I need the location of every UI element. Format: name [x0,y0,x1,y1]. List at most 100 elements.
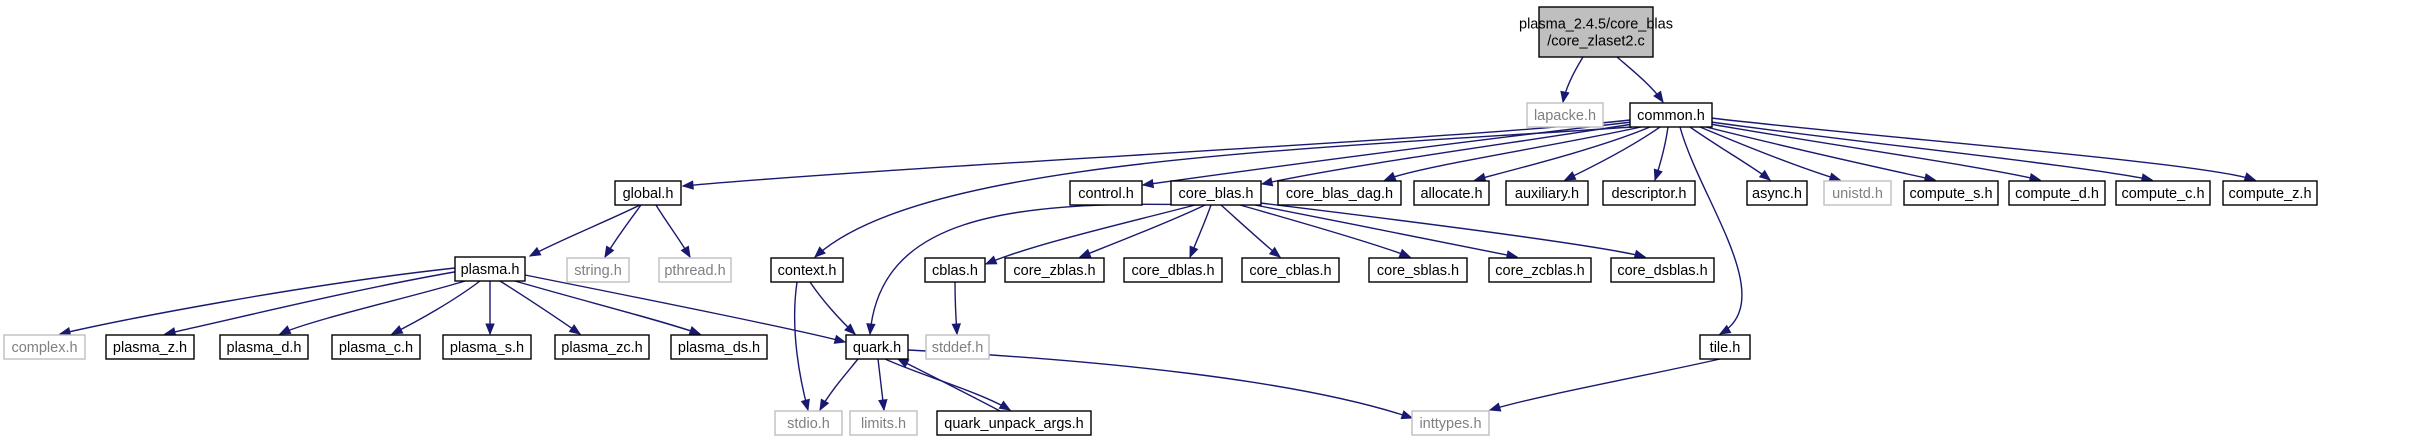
edge-arrowhead [1383,171,1397,181]
node-core-zblas[interactable]: core_zblas.h [1004,257,1105,283]
node-plasma-zc[interactable]: plasma_zc.h [554,334,650,360]
node-plasma-z[interactable]: plasma_z.h [105,334,195,360]
edge-arrowhead [688,326,702,336]
node-label: context.h [778,263,837,279]
node-label: control.h [1078,186,1134,202]
node-label: plasma_zc.h [561,340,642,356]
edge-line [1489,358,1721,411]
node-core-sblas[interactable]: core_sblas.h [1368,257,1468,283]
node-quark-unpack[interactable]: quark_unpack_args.h [936,410,1092,436]
node-allocate[interactable]: allocate.h [1413,180,1490,206]
edge-context-to-quark [809,281,856,335]
edge-tile-to-inttypes [1488,358,1721,412]
node-core-dsblas[interactable]: core_dsblas.h [1610,257,1715,283]
node-box [936,410,1092,436]
node-box [1610,257,1715,283]
node-label: core_dsblas.h [1617,263,1707,279]
node-box [774,410,843,436]
edge-line [907,349,1413,419]
node-core-zcblas[interactable]: core_zcblas.h [1488,257,1592,283]
node-compute-c[interactable]: compute_c.h [2115,180,2211,206]
node-core-blas-dag[interactable]: core_blas_dag.h [1277,180,1402,206]
node-plasma[interactable]: plasma.h [454,256,526,282]
node-box [924,257,986,283]
edge-common-to-tile [1679,126,1743,335]
edge-line [524,274,846,343]
edge-arrowhead [814,246,826,258]
edge-arrowhead [866,323,876,336]
node-compute-s[interactable]: compute_s.h [1903,180,1999,206]
node-root[interactable]: plasma_2.4.5/core_blas/core_zlaset2.c [1519,6,1673,58]
edge-line [59,267,456,335]
edge-arrowhead [680,245,691,259]
node-box [566,257,630,283]
node-compute-d[interactable]: compute_d.h [2008,180,2106,206]
edge-line [1220,204,1281,258]
node-quark[interactable]: quark.h [845,334,909,360]
edge-line [1254,204,1518,258]
node-label: auxiliary.h [1515,186,1579,202]
edge-core_blas-to-core_dsblas [1259,202,1647,259]
edge-arrowhead [1758,169,1772,181]
node-label: quark.h [853,340,901,356]
node-common[interactable]: common.h [1629,102,1713,128]
node-auxiliary[interactable]: auxiliary.h [1505,180,1589,206]
edge-core_blas-to-core_zcblas [1254,204,1519,260]
node-cblas[interactable]: cblas.h [924,257,986,283]
edge-common-to-auxiliary [1563,126,1661,181]
edge-common-to-descriptor [1653,126,1669,182]
node-box [442,334,532,360]
node-box [849,410,918,436]
edge-line [1710,121,2153,181]
edge-line [1384,126,1642,181]
node-plasma-ds[interactable]: plasma_ds.h [670,334,768,360]
edge-line [985,204,1196,265]
edge-cblas-to-stddef [951,281,961,336]
node-control[interactable]: control.h [1069,180,1143,206]
node-box [1413,180,1490,206]
edge-line [279,280,466,335]
edge-line [1239,204,1411,258]
node-complex: complex.h [3,334,86,360]
graph-edges [58,56,2257,420]
node-compute-z[interactable]: compute_z.h [2222,180,2318,206]
node-box [1629,102,1713,128]
node-box [845,334,909,360]
edge-arrowhead [528,246,542,257]
edge-arrowhead [681,180,694,190]
node-label: pthread.h [664,263,725,279]
edge-line [1679,126,1743,335]
edge-arrowhead [1828,172,1842,182]
edge-line [793,281,809,411]
node-box [1241,257,1340,283]
node-core-blas[interactable]: core_blas.h [1170,180,1262,206]
node-core-dblas[interactable]: core_dblas.h [1123,257,1223,283]
node-box [1004,257,1105,283]
node-box [770,257,844,283]
node-box [1699,334,1751,360]
edge-plasma-to-plasma_d [278,280,466,335]
edge-core_blas-to-core_sblas [1239,204,1412,258]
node-plasma-c[interactable]: plasma_c.h [331,334,421,360]
edge-core_blas-to-core_dblas [1189,204,1212,259]
node-async[interactable]: async.h [1746,180,1808,206]
node-label: compute_d.h [2015,186,2099,202]
edge-arrowhead [390,325,404,335]
node-context[interactable]: context.h [770,257,844,283]
edge-arrowhead [1488,402,1502,412]
edge-line [164,270,461,335]
node-box [1277,180,1402,206]
node-core-cblas[interactable]: core_cblas.h [1241,257,1340,283]
node-label: core_dblas.h [1131,263,1214,279]
node-descriptor[interactable]: descriptor.h [1602,180,1696,206]
node-global[interactable]: global.h [614,180,682,206]
node-plasma-d[interactable]: plasma_d.h [219,334,309,360]
edge-line [529,204,641,257]
node-stdio: stdio.h [774,410,843,436]
node-label: stddef.h [932,340,984,356]
edge-line [514,280,701,335]
node-tile[interactable]: tile.h [1699,334,1751,360]
node-plasma-s[interactable]: plasma_s.h [442,334,532,360]
edge-plasma-to-plasma_z [163,270,461,337]
